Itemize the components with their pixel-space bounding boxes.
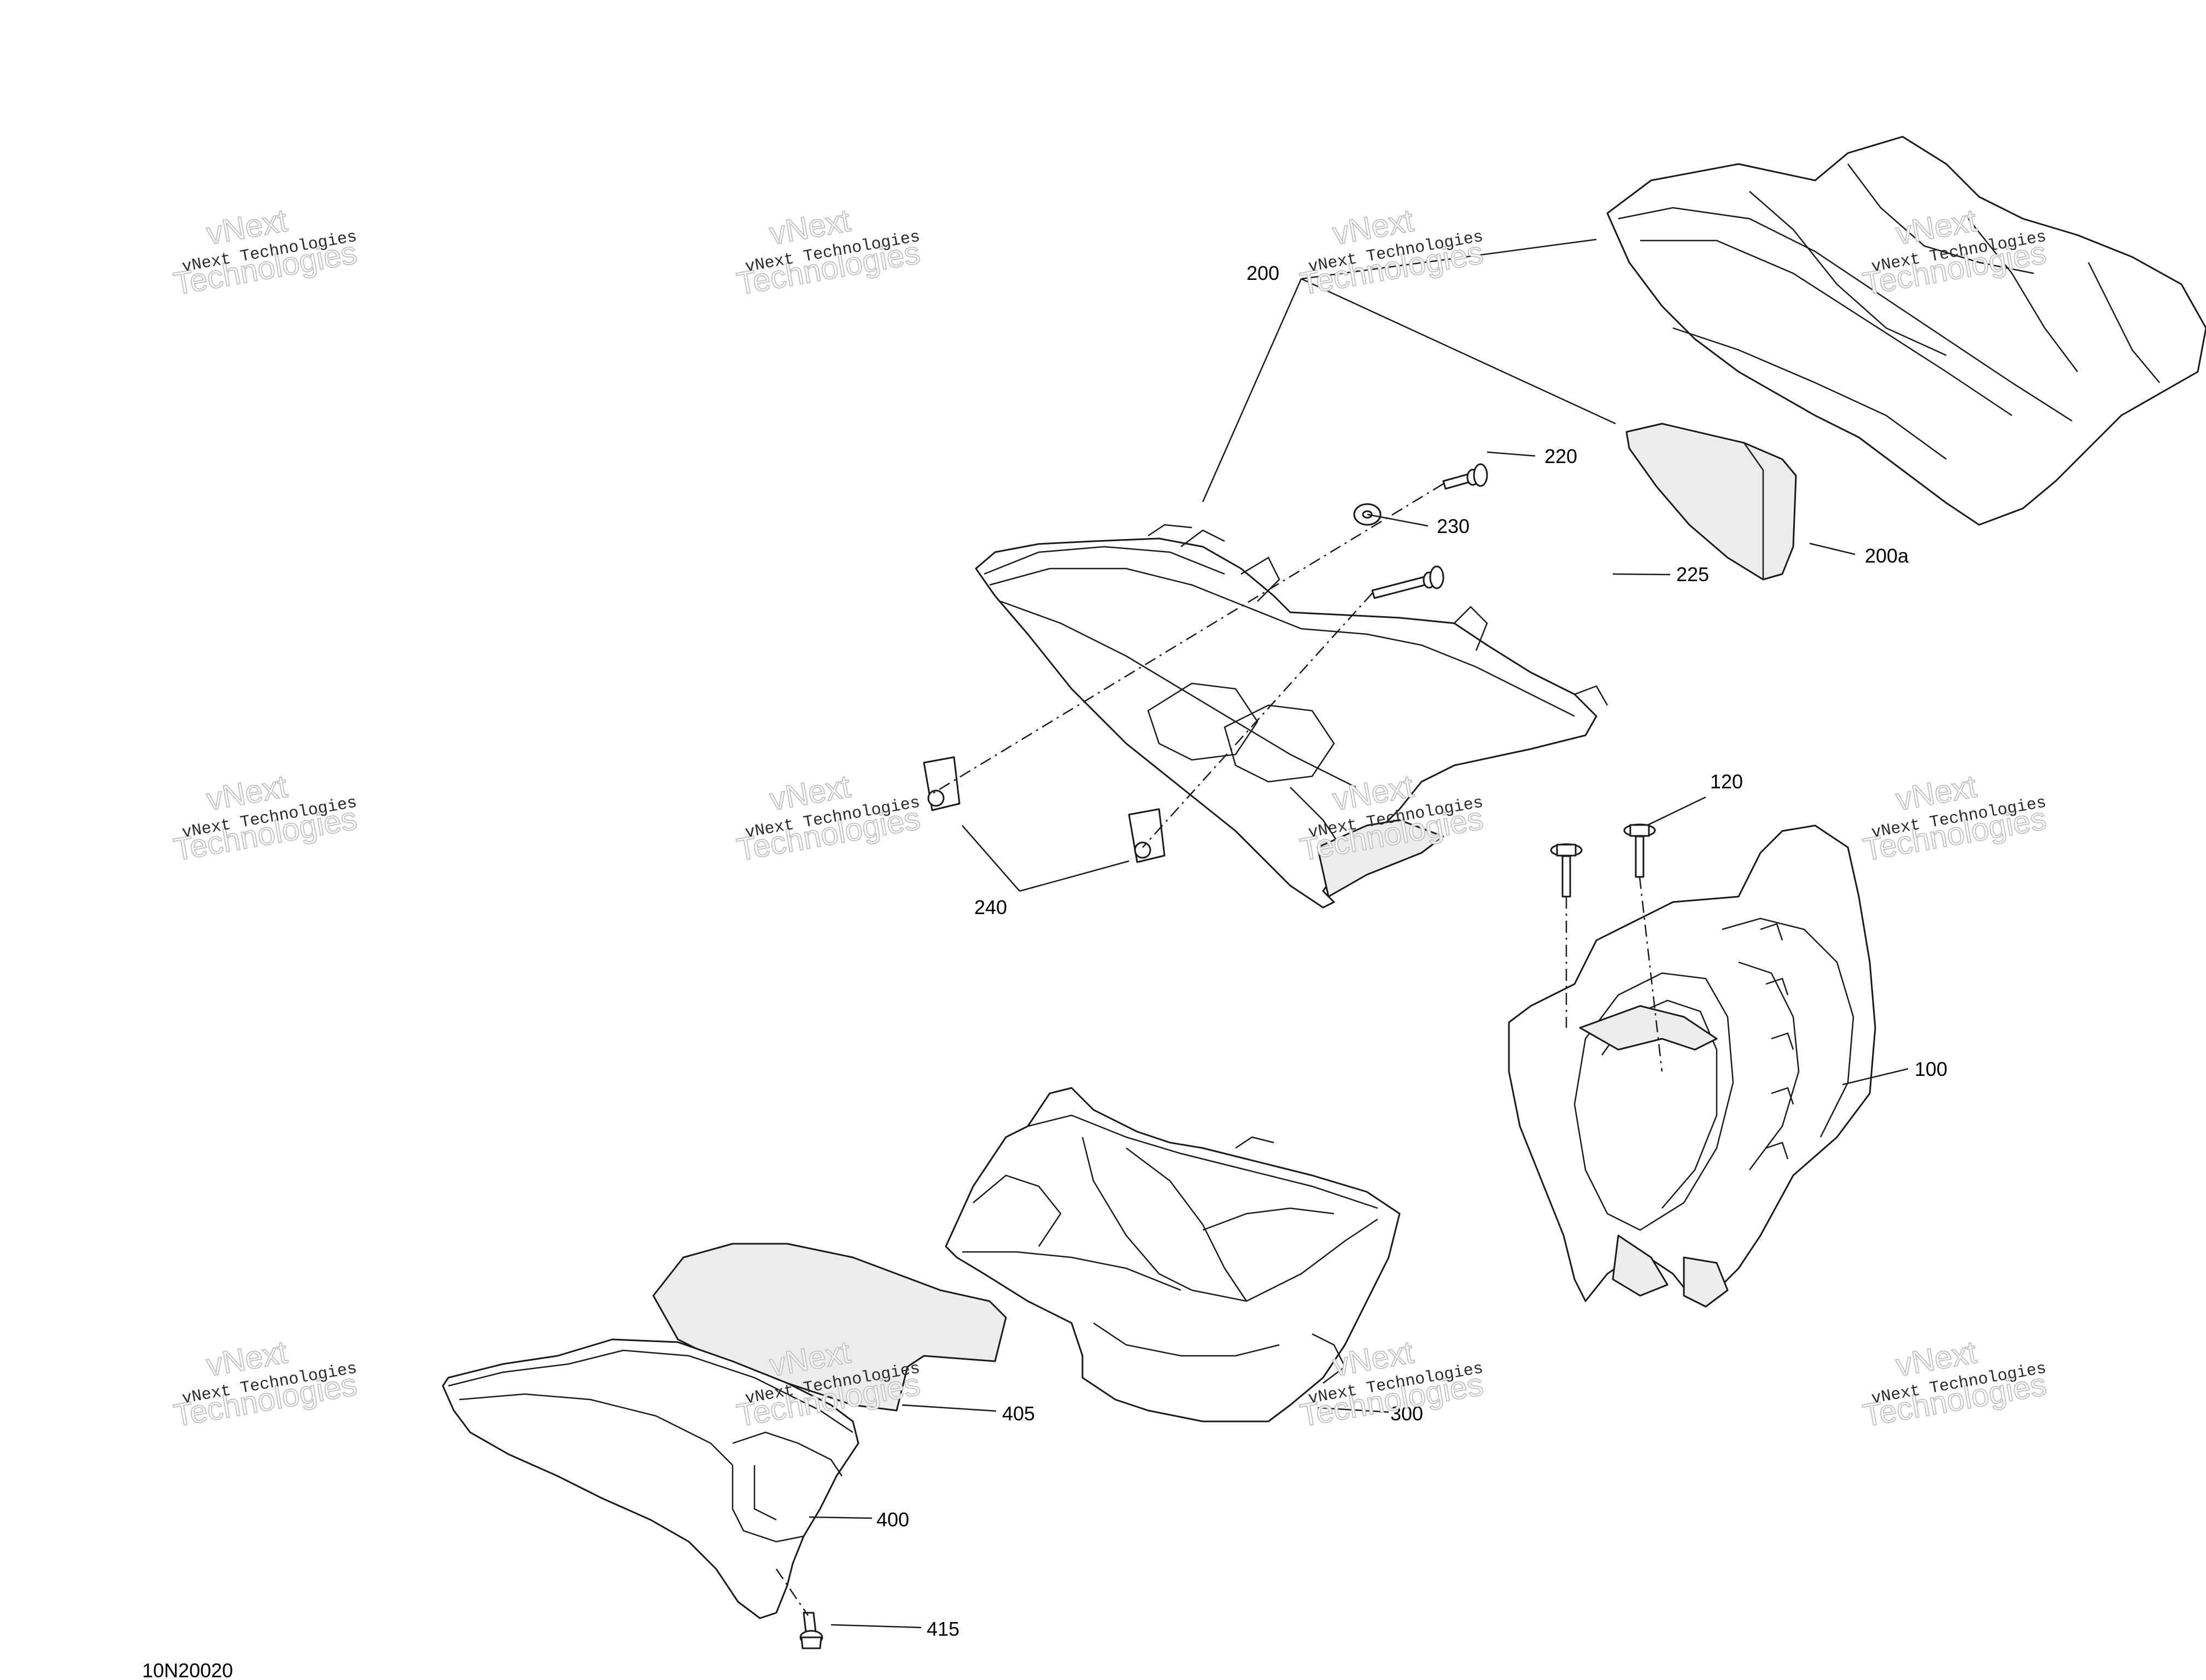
part-300-air-box (945, 1087, 1401, 1423)
part-225-screw (1371, 565, 1444, 599)
part-240-clip (1128, 808, 1166, 863)
diagram-ref-code: 10N20020 (142, 1659, 233, 1680)
callout-405: 405 (1002, 1402, 1035, 1425)
callout-400: 400 (876, 1508, 909, 1531)
part-200a-pad (1625, 423, 1797, 581)
part-240-clip (923, 756, 961, 811)
part-200-upper-cover (1606, 136, 2206, 526)
part-100-fan-shroud (1508, 824, 1876, 1308)
assembly-axes (775, 483, 1663, 1616)
watermark: vNext Technologies vNext Technologies (171, 1334, 360, 1435)
watermark: vNext Technologies vNext Technologies (734, 768, 923, 869)
part-400-lower-panel (442, 1338, 859, 1619)
callout-240: 240 (974, 896, 1007, 918)
part-200-lower-frame (975, 524, 1608, 909)
watermark: vNext Technologies vNext Technologies (171, 202, 360, 303)
callout-230: 230 (1437, 515, 1470, 537)
watermark: vNext Technologies vNext Technologies (171, 768, 360, 869)
callout-200: 200 (1247, 262, 1279, 284)
part-120-bolt (1550, 843, 1583, 898)
callout-300: 300 (1390, 1402, 1423, 1425)
watermark: vNext Technologies vNext Technologies (734, 202, 923, 303)
callout-220: 220 (1544, 445, 1577, 467)
watermark: vNext Technologies vNext Technologies (1860, 768, 2050, 869)
leader-lines (809, 238, 1909, 1629)
callout-415: 415 (927, 1618, 959, 1640)
part-415-screw (799, 1612, 823, 1649)
callout-225: 225 (1676, 563, 1709, 586)
callout-labels: 200 220 230 225 200a 240 120 100 300 405… (142, 262, 1947, 1680)
part-120-bolt (1623, 823, 1656, 878)
watermark: vNext Technologies vNext Technologies (1860, 1334, 2050, 1435)
callout-120: 120 (1710, 770, 1743, 793)
callout-200a: 200a (1865, 545, 1909, 567)
part-220-screw (1442, 463, 1488, 490)
callout-100: 100 (1915, 1058, 1947, 1080)
watermark: vNext Technologies vNext Technologies (1297, 202, 1487, 303)
